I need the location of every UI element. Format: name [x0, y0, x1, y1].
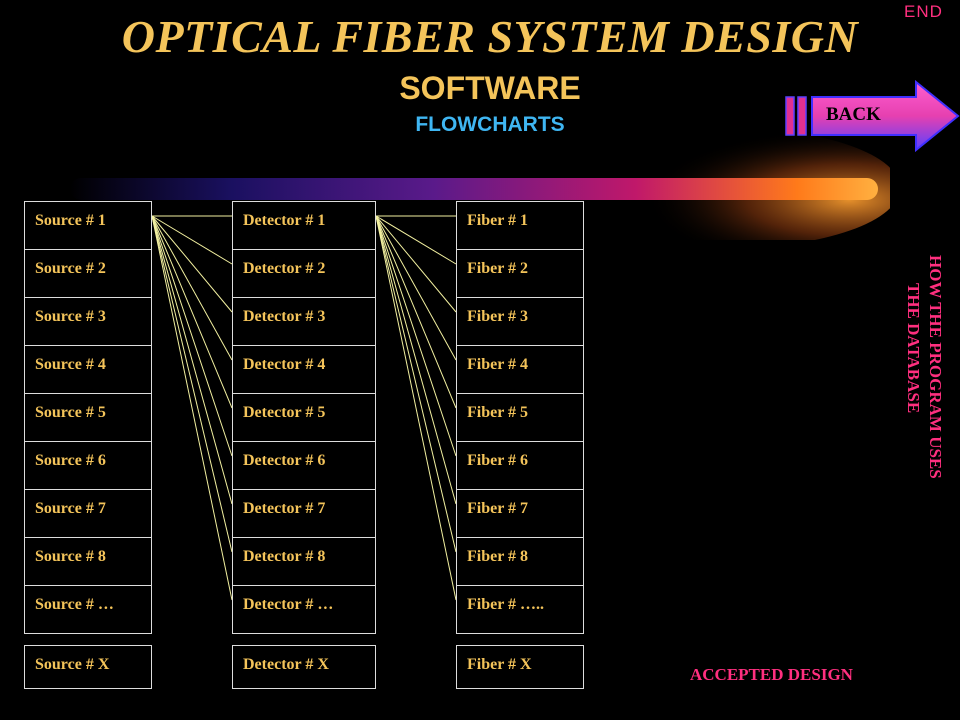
fibers-box-3[interactable]: Fiber # 3	[456, 297, 584, 346]
page-subtitle: SOFTWARE	[399, 70, 581, 106]
detectors-box-8[interactable]: Detector # 8	[232, 537, 376, 586]
connector-line	[375, 215, 457, 457]
detectors-box-3[interactable]: Detector # 3	[232, 297, 376, 346]
sources-box-8[interactable]: Source # 8	[24, 537, 152, 586]
fibers-box-8[interactable]: Fiber # 8	[456, 537, 584, 586]
side-note-line-1: HOW THE PROGRAM USES	[926, 255, 945, 479]
end-link[interactable]: END	[904, 2, 943, 21]
sources-box-3[interactable]: Source # 3	[24, 297, 152, 346]
section-label: FLOWCHARTS	[415, 113, 565, 136]
fibers-box-x[interactable]: Fiber # X	[456, 645, 584, 689]
connector-line	[151, 215, 233, 553]
fibers-box-6[interactable]: Fiber # 6	[456, 441, 584, 490]
fibers-box-7[interactable]: Fiber # 7	[456, 489, 584, 538]
page-title: OPTICAL FIBER SYSTEM DESIGN	[121, 11, 859, 62]
connector-line	[151, 215, 233, 505]
sources-box-4[interactable]: Source # 4	[24, 345, 152, 394]
fibers-box-4[interactable]: Fiber # 4	[456, 345, 584, 394]
detectors-box-2[interactable]: Detector # 2	[232, 249, 376, 298]
detectors-box-9[interactable]: Detector # …	[232, 585, 376, 634]
accepted-design-link[interactable]: ACCEPTED DESIGN	[690, 665, 853, 684]
sources-box-7[interactable]: Source # 7	[24, 489, 152, 538]
connector-line	[375, 215, 457, 505]
side-note: HOW THE PROGRAM USES THE DATABASE	[904, 255, 960, 545]
fibers-box-5[interactable]: Fiber # 5	[456, 393, 584, 442]
sources-box-x[interactable]: Source # X	[24, 645, 152, 689]
connector-line	[375, 215, 457, 553]
fibers-box-9[interactable]: Fiber # …..	[456, 585, 584, 634]
comet-streak-decoration	[70, 128, 890, 240]
sources-box-5[interactable]: Source # 5	[24, 393, 152, 442]
side-note-line-2: THE DATABASE	[904, 283, 923, 414]
detectors-box-7[interactable]: Detector # 7	[232, 489, 376, 538]
detectors-box-5[interactable]: Detector # 5	[232, 393, 376, 442]
connector-line	[375, 215, 457, 409]
fibers-box-1[interactable]: Fiber # 1	[456, 201, 584, 250]
sources-box-1[interactable]: Source # 1	[24, 201, 152, 250]
detectors-box-4[interactable]: Detector # 4	[232, 345, 376, 394]
sources-box-2[interactable]: Source # 2	[24, 249, 152, 298]
connector-line	[151, 215, 233, 601]
sources-box-6[interactable]: Source # 6	[24, 441, 152, 490]
detectors-box-1[interactable]: Detector # 1	[232, 201, 376, 250]
connector-line	[151, 215, 233, 409]
detectors-box-6[interactable]: Detector # 6	[232, 441, 376, 490]
back-button[interactable]	[784, 80, 960, 156]
sources-box-9[interactable]: Source # …	[24, 585, 152, 634]
detectors-box-x[interactable]: Detector # X	[232, 645, 376, 689]
connector-line	[151, 215, 233, 457]
connector-line	[375, 215, 457, 601]
fibers-box-2[interactable]: Fiber # 2	[456, 249, 584, 298]
